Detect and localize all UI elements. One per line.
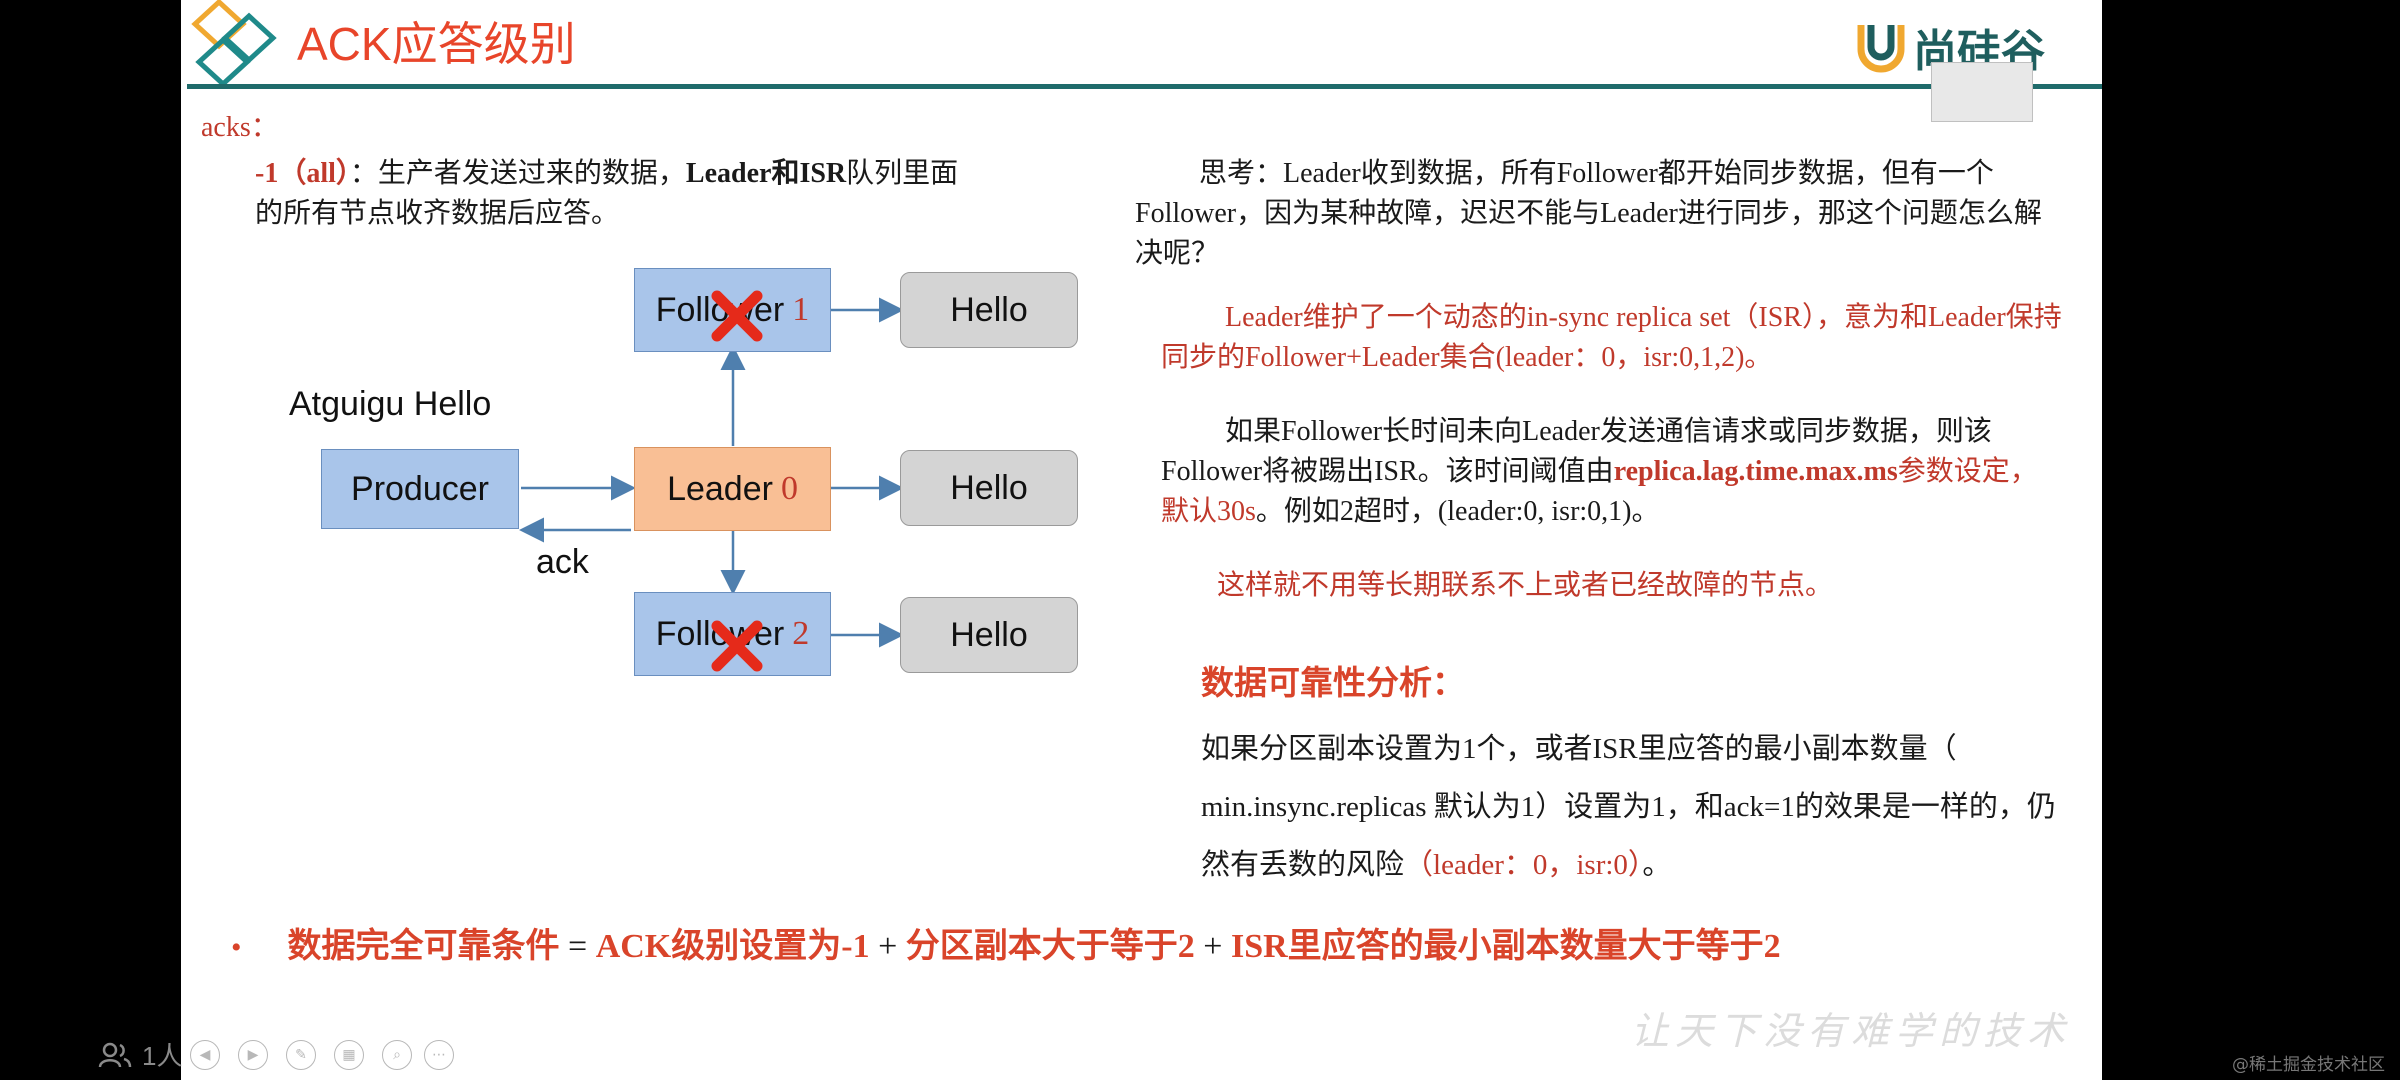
viewer-count: 1人: [98, 1036, 182, 1073]
reliability-end: 。: [1642, 849, 1672, 881]
hello-label: Hello: [950, 615, 1028, 654]
formula-lhs: 数据完全可靠条件: [287, 926, 560, 966]
title-divider: [187, 84, 2102, 89]
message-label: Atguigu Hello: [289, 385, 492, 423]
bullet: •: [231, 931, 242, 964]
desc-text-rest: 队列里面: [846, 158, 959, 189]
hello-box-2: Hello: [900, 450, 1078, 526]
kick-text: 如果Follower长时间未向Leader发送通信请求或同步数据，则该Follo…: [1161, 416, 1992, 487]
desc-text: ：生产者发送过来的数据，: [349, 158, 686, 189]
slides-icon[interactable]: ▦: [334, 1040, 364, 1070]
failure-x-icon: [711, 290, 763, 342]
watermark: @稀土掘金技术社区: [2232, 1055, 2385, 1075]
slide: ACK应答级别 尚硅谷 acks： -1（all）：生产者发送过来的数据，Lea…: [181, 0, 2102, 1080]
follower2-number: 2: [792, 615, 810, 652]
viewer-count-text: 1人: [142, 1041, 183, 1071]
camera-thumbnail: [1931, 62, 2033, 122]
hello-box-1: Hello: [900, 272, 1078, 348]
ack-label: ack: [536, 543, 589, 581]
kick-example: 。例如2超时，(leader:0, isr:0,1)。: [1255, 496, 1660, 527]
failure-x-icon: [711, 620, 763, 672]
diagram-arrows: [519, 297, 904, 648]
next-icon[interactable]: ▶: [238, 1040, 268, 1070]
section-title: 数据可靠性分析：: [1201, 663, 1465, 702]
desc-bold-text: Leader和ISR: [685, 158, 847, 189]
desc-line2: 的所有节点收齐数据后应答。: [255, 198, 620, 229]
viewers-icon: [98, 1042, 132, 1067]
no-wait-note: 这样就不用等长期联系不上或者已经故障的节点。: [1217, 570, 1834, 601]
formula-plus: +: [1194, 928, 1231, 965]
hello-label: Hello: [950, 290, 1028, 329]
pen-icon[interactable]: ✎: [286, 1040, 316, 1070]
hello-label: Hello: [950, 468, 1028, 507]
isr-definition: Leader维护了一个动态的in-sync replica set（ISR），意…: [1161, 302, 2062, 373]
producer-label: Producer: [351, 469, 489, 508]
hello-box-3: Hello: [900, 597, 1078, 673]
leader-label: Leader: [667, 469, 773, 508]
think-paragraph: 思考：Leader收到数据，所有Follower都开始同步数据，但有一个Foll…: [1135, 158, 2042, 269]
zoom-icon[interactable]: ⌕: [382, 1040, 412, 1070]
leader-number: 0: [780, 470, 798, 507]
ack-all-description: -1（all）：生产者发送过来的数据，Leader和ISR队列里面 的所有节点收…: [255, 154, 1095, 234]
reliability-paragraph: 如果分区副本设置为1个，或者ISR里应答的最小副本数量（ min.insync.…: [1201, 720, 2061, 894]
follower1-number: 1: [792, 291, 810, 328]
isr-kick-paragraph: 如果Follower长时间未向Leader发送通信请求或同步数据，则该Follo…: [1161, 412, 2065, 532]
formula-term-ack: ACK级别设置为-1: [595, 928, 870, 965]
slide-title: ACK应答级别: [297, 18, 576, 70]
ack-all-label: -1（all）: [255, 158, 350, 189]
acks-label: acks：: [201, 112, 279, 143]
kick-default: 参数设定，默认30s: [1161, 456, 2038, 527]
formula-term-replicas: 分区副本大于等于2: [905, 928, 1195, 965]
formula-term-isr: ISR里应答的最小副本数量大于等于2: [1230, 928, 1781, 965]
reliability-formula: • 数据完全可靠条件 = ACK级别设置为-1 + 分区副本大于等于2 + ISR…: [231, 918, 1781, 967]
reliability-text: 如果分区副本设置为1个，或者ISR里应答的最小副本数量（ min.insync.…: [1201, 733, 2056, 881]
reliability-example: （leader：0，isr:0）: [1404, 849, 1643, 881]
slogan: 让天下没有难学的技术: [1631, 1009, 2072, 1053]
formula-plus: +: [869, 928, 906, 965]
formula-equals: =: [559, 928, 596, 965]
brand-mark-icon: [1857, 25, 1905, 73]
more-icon[interactable]: ⋯: [424, 1040, 454, 1070]
kick-param: replica.lag.time.max.ms: [1613, 456, 1898, 487]
prev-icon[interactable]: ◀: [190, 1040, 220, 1070]
producer-box: Producer: [321, 449, 519, 529]
